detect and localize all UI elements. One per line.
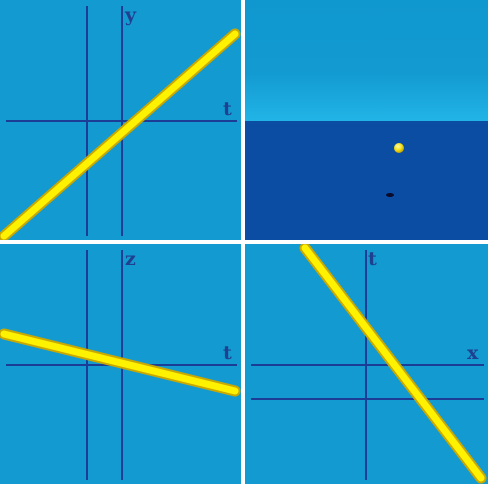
panel-3d-scene	[245, 0, 488, 240]
t-axis-label: t	[223, 98, 232, 120]
sky	[245, 0, 488, 121]
panel-t-vs-x: t x	[245, 244, 488, 484]
worldline	[301, 244, 485, 482]
worldline	[0, 330, 239, 395]
y-vs-t-plot	[0, 0, 241, 240]
ball	[394, 143, 404, 153]
worldline	[0, 30, 239, 240]
scene-view	[245, 0, 488, 240]
t-axis-label: t	[368, 248, 377, 270]
z-vs-t-plot	[0, 244, 241, 484]
t-vs-x-plot	[245, 244, 488, 484]
y-axis-label: y	[125, 4, 137, 26]
ball-shadow	[386, 193, 394, 197]
x-axis-label: x	[467, 342, 479, 364]
panel-y-vs-t: y t	[0, 0, 241, 240]
panel-z-vs-t: z t	[0, 244, 241, 484]
t-axis-label: t	[223, 342, 232, 364]
z-axis-label: z	[125, 248, 136, 270]
ground	[245, 121, 488, 240]
